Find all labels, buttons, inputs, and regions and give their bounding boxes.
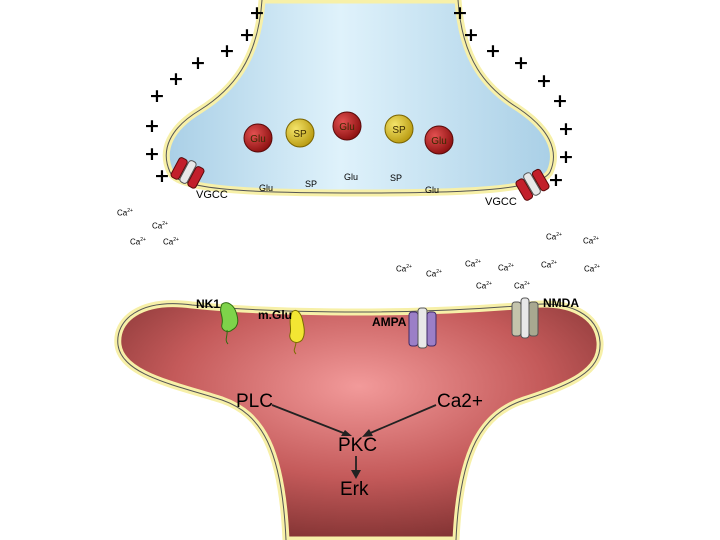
vesicle-glu-3: Glu <box>424 125 454 155</box>
calcium-ion: Ca2+ <box>396 264 412 274</box>
svg-text:Glu: Glu <box>339 122 355 133</box>
nmda-receptor <box>511 297 539 339</box>
calcium-ion: Ca2+ <box>584 264 600 274</box>
arrow-ca-to-pkc <box>367 404 437 435</box>
charge-plus: + <box>190 52 206 74</box>
charge-plus: + <box>249 2 265 24</box>
charge-plus: + <box>558 146 574 168</box>
calcium-ion: Ca2+ <box>514 281 530 291</box>
svg-text:Glu: Glu <box>250 134 266 145</box>
nk1-receptor <box>220 302 239 345</box>
vgcc-label-left: VGCC <box>196 189 228 201</box>
svg-text:SP: SP <box>293 129 307 140</box>
ca2plus-label: Ca2+ <box>437 391 483 412</box>
calcium-ion: Ca2+ <box>541 260 557 270</box>
glu-label: Glu <box>344 172 359 182</box>
mglu-label: m.Glu <box>258 308 293 322</box>
charge-plus: + <box>154 165 170 187</box>
sp-label: SP <box>305 179 318 189</box>
ampa-label: AMPA <box>372 315 407 329</box>
calcium-ion: Ca2+ <box>163 237 179 247</box>
ampa-receptor <box>408 307 437 349</box>
calcium-ion: Ca2+ <box>152 221 168 231</box>
mglu-receptor <box>289 309 305 355</box>
charge-plus: + <box>168 68 184 90</box>
vesicle-sp-2: SP <box>384 114 414 144</box>
presynaptic-terminal <box>162 0 557 197</box>
svg-text:Glu: Glu <box>431 136 447 147</box>
charge-plus: + <box>144 143 160 165</box>
plc-label: PLC <box>236 391 273 412</box>
sp-label: SP <box>390 173 403 183</box>
calcium-ion: Ca2+ <box>583 236 599 246</box>
charge-plus: + <box>548 169 564 191</box>
vesicle-glu-2: Glu <box>332 111 362 141</box>
postsynaptic-terminal <box>114 300 604 540</box>
calcium-ion: Ca2+ <box>546 232 562 242</box>
charge-plus: + <box>513 52 529 74</box>
nmda-label: NMDA <box>543 296 579 310</box>
calcium-ion: Ca2+ <box>476 281 492 291</box>
arrow-plc-to-pkc <box>271 404 347 435</box>
erk-label: Erk <box>340 479 369 500</box>
charge-plus: + <box>219 40 235 62</box>
charge-plus: + <box>536 70 552 92</box>
calcium-ion: Ca2+ <box>498 263 514 273</box>
nk1-label: NK1 <box>196 297 221 311</box>
svg-text:SP: SP <box>392 125 406 136</box>
charge-plus: + <box>463 24 479 46</box>
charge-plus: + <box>558 118 574 140</box>
glu-label: Glu <box>259 183 274 193</box>
glu-label: Glu <box>425 185 440 195</box>
pkc-label: PKC <box>338 435 378 456</box>
calcium-ion: Ca2+ <box>465 259 481 269</box>
charge-plus: + <box>552 90 568 112</box>
vgcc-label-right: VGCC <box>485 196 517 208</box>
vesicle-glu-1: Glu <box>243 123 273 153</box>
calcium-ion: Ca2+ <box>117 208 133 218</box>
calcium-ion: Ca2+ <box>426 269 442 279</box>
charge-plus: + <box>144 115 160 137</box>
charge-plus: + <box>149 85 165 107</box>
calcium-ion: Ca2+ <box>130 237 146 247</box>
charge-plus: + <box>452 2 468 24</box>
charge-plus: + <box>239 24 255 46</box>
vesicle-sp-1: SP <box>285 118 315 148</box>
charge-plus: + <box>485 40 501 62</box>
